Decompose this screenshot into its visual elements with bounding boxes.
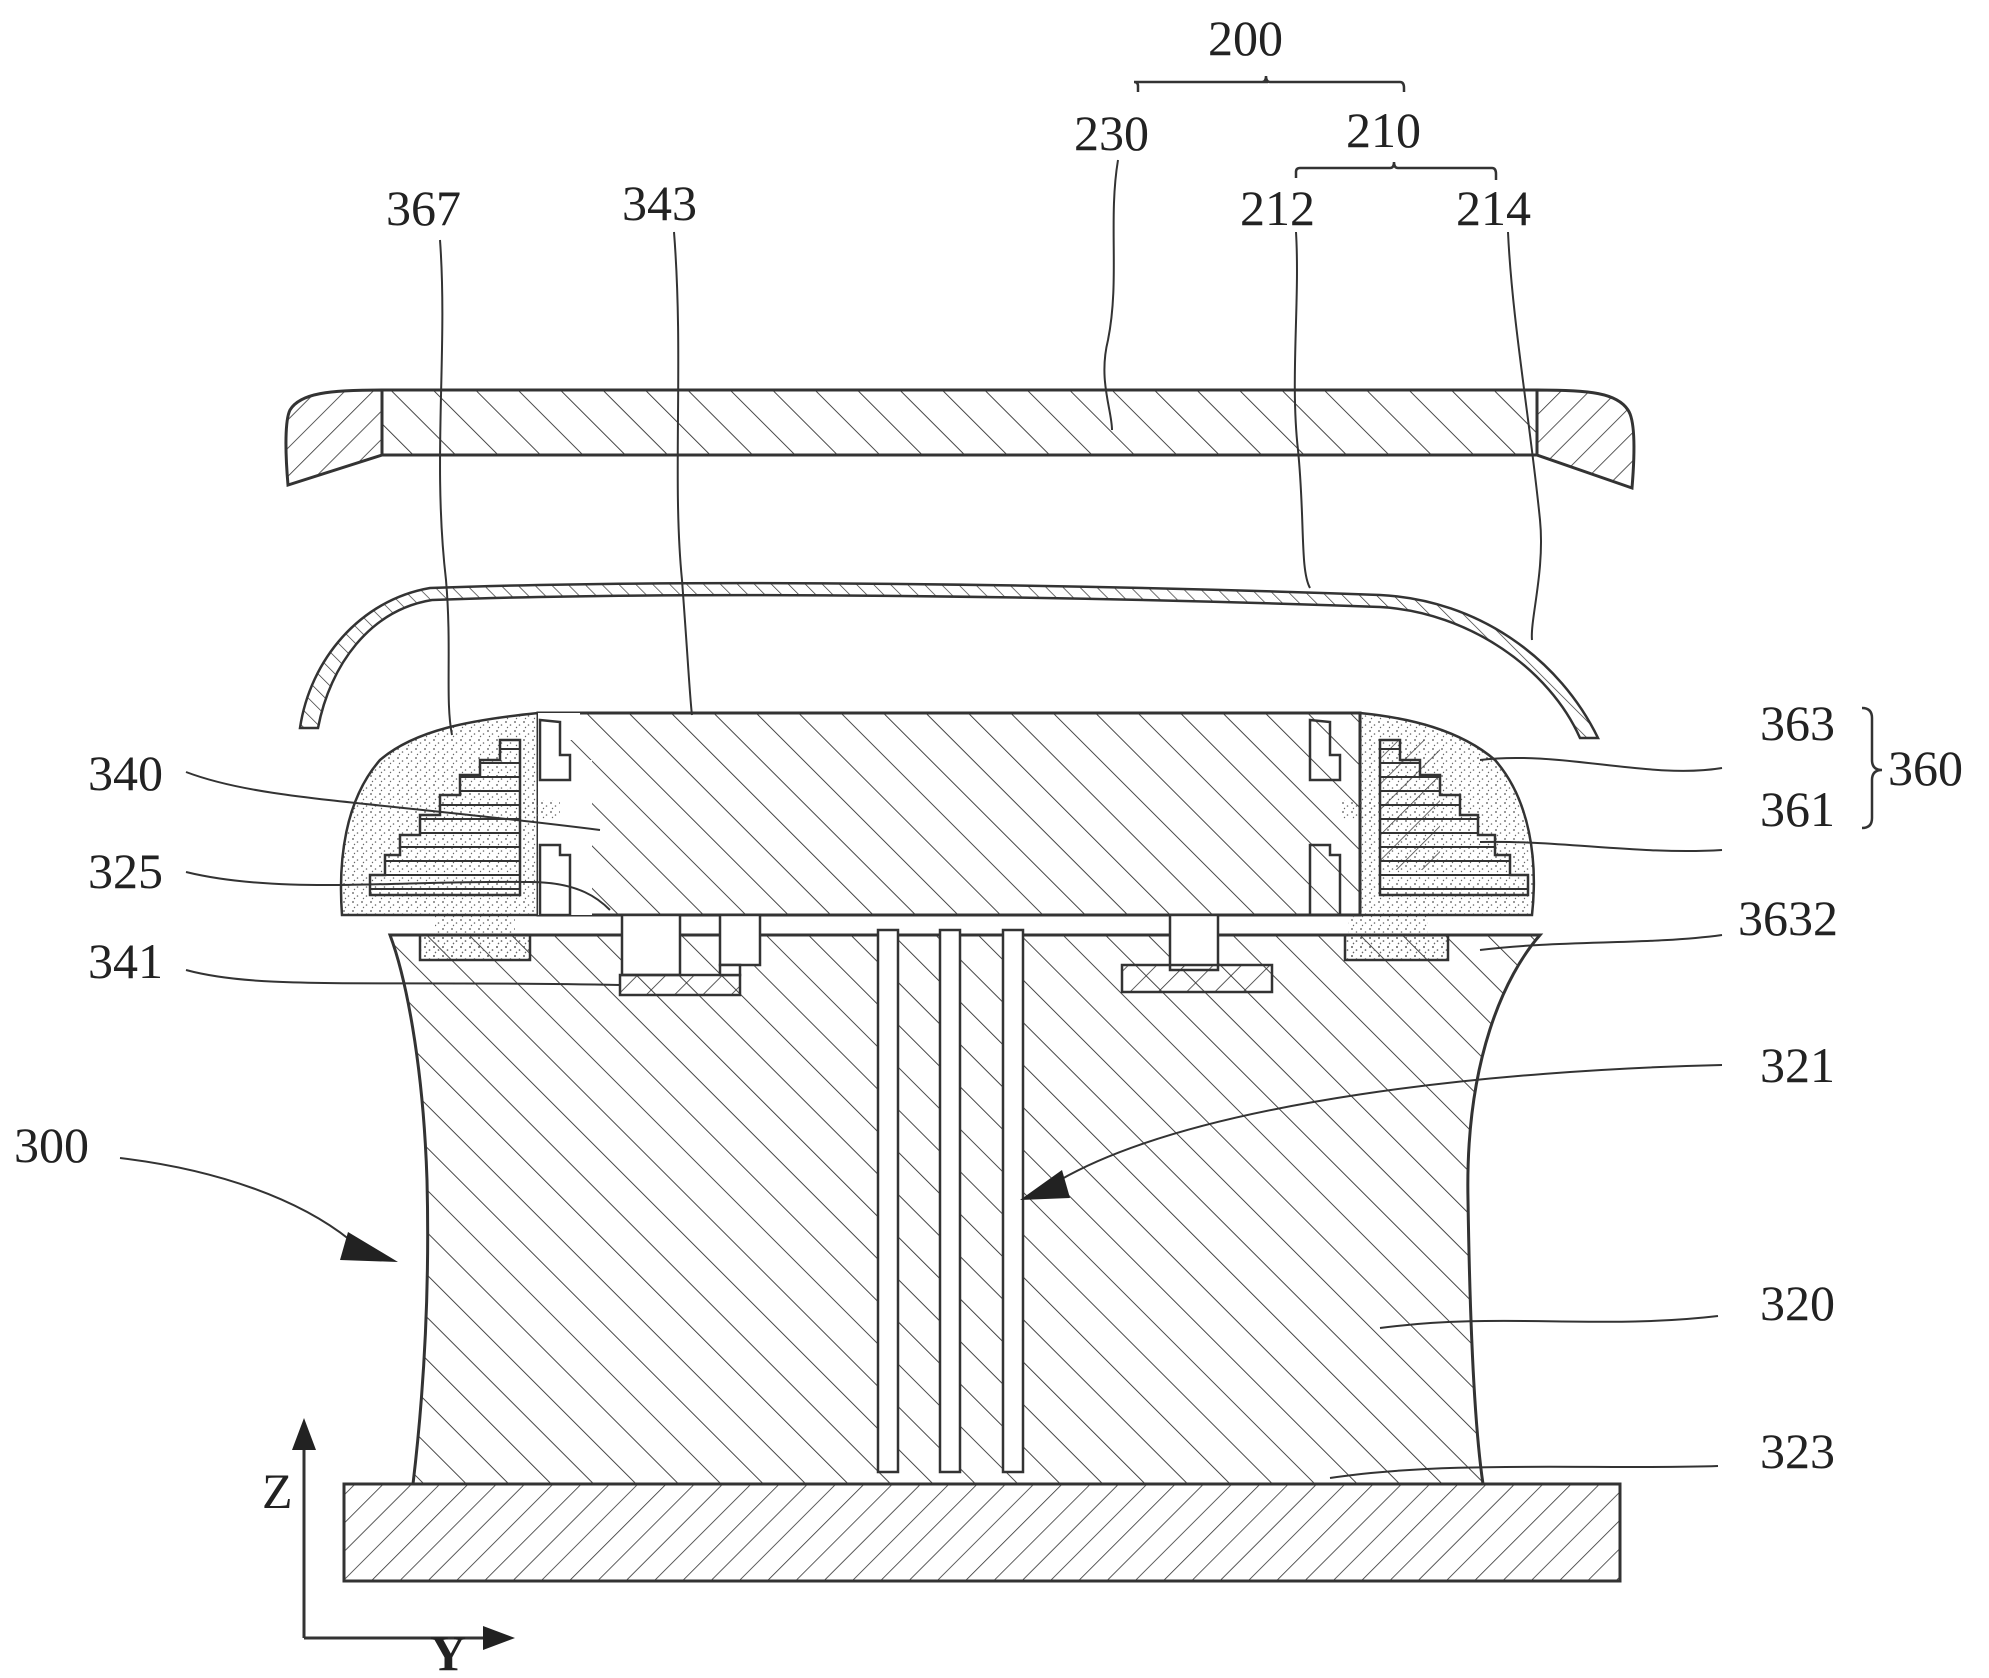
brace-360 [1861,706,1883,830]
cover-plate-230 [284,388,1636,491]
y-arrow-icon [483,1626,515,1650]
label-3632: 3632 [1738,890,1838,946]
main-body-320 [387,933,1544,1486]
reference-labels: 200 230 210 212 214 367 343 363 360 361 … [14,10,1963,1479]
base-plate [342,1482,1622,1583]
leader-lines [119,159,1723,1479]
label-343: 343 [622,175,697,231]
brace-200 [1133,75,1406,92]
label-210: 210 [1346,102,1421,158]
label-214: 214 [1456,180,1531,236]
label-363: 363 [1760,695,1835,751]
label-230: 230 [1074,105,1149,161]
decoration-right-360 [1308,711,1536,962]
z-arrow-icon [292,1418,316,1450]
label-320: 320 [1760,1275,1835,1331]
label-212: 212 [1240,180,1315,236]
clip-right [1120,913,1274,994]
arrow-321-icon [1020,1170,1070,1200]
label-200: 200 [1208,10,1283,66]
label-300: 300 [14,1117,89,1173]
label-367: 367 [386,180,461,236]
brace-210 [1294,161,1498,180]
axis-indicator: Z Y [262,1418,515,1678]
label-325: 325 [88,843,163,899]
label-360: 360 [1888,740,1963,796]
arrow-300-icon [340,1232,398,1262]
axis-y-label: Y [430,1625,466,1673]
vertical-slots-321 [876,928,1025,1474]
label-323: 323 [1760,1423,1835,1479]
curved-glass-212 [298,581,1601,740]
label-321: 321 [1760,1037,1835,1093]
axis-z-label: Z [262,1463,293,1519]
label-341: 341 [88,933,163,989]
label-361: 361 [1760,781,1835,837]
decoration-left-360 [339,711,592,962]
clip-left-341 [618,913,762,997]
label-340: 340 [88,745,163,801]
